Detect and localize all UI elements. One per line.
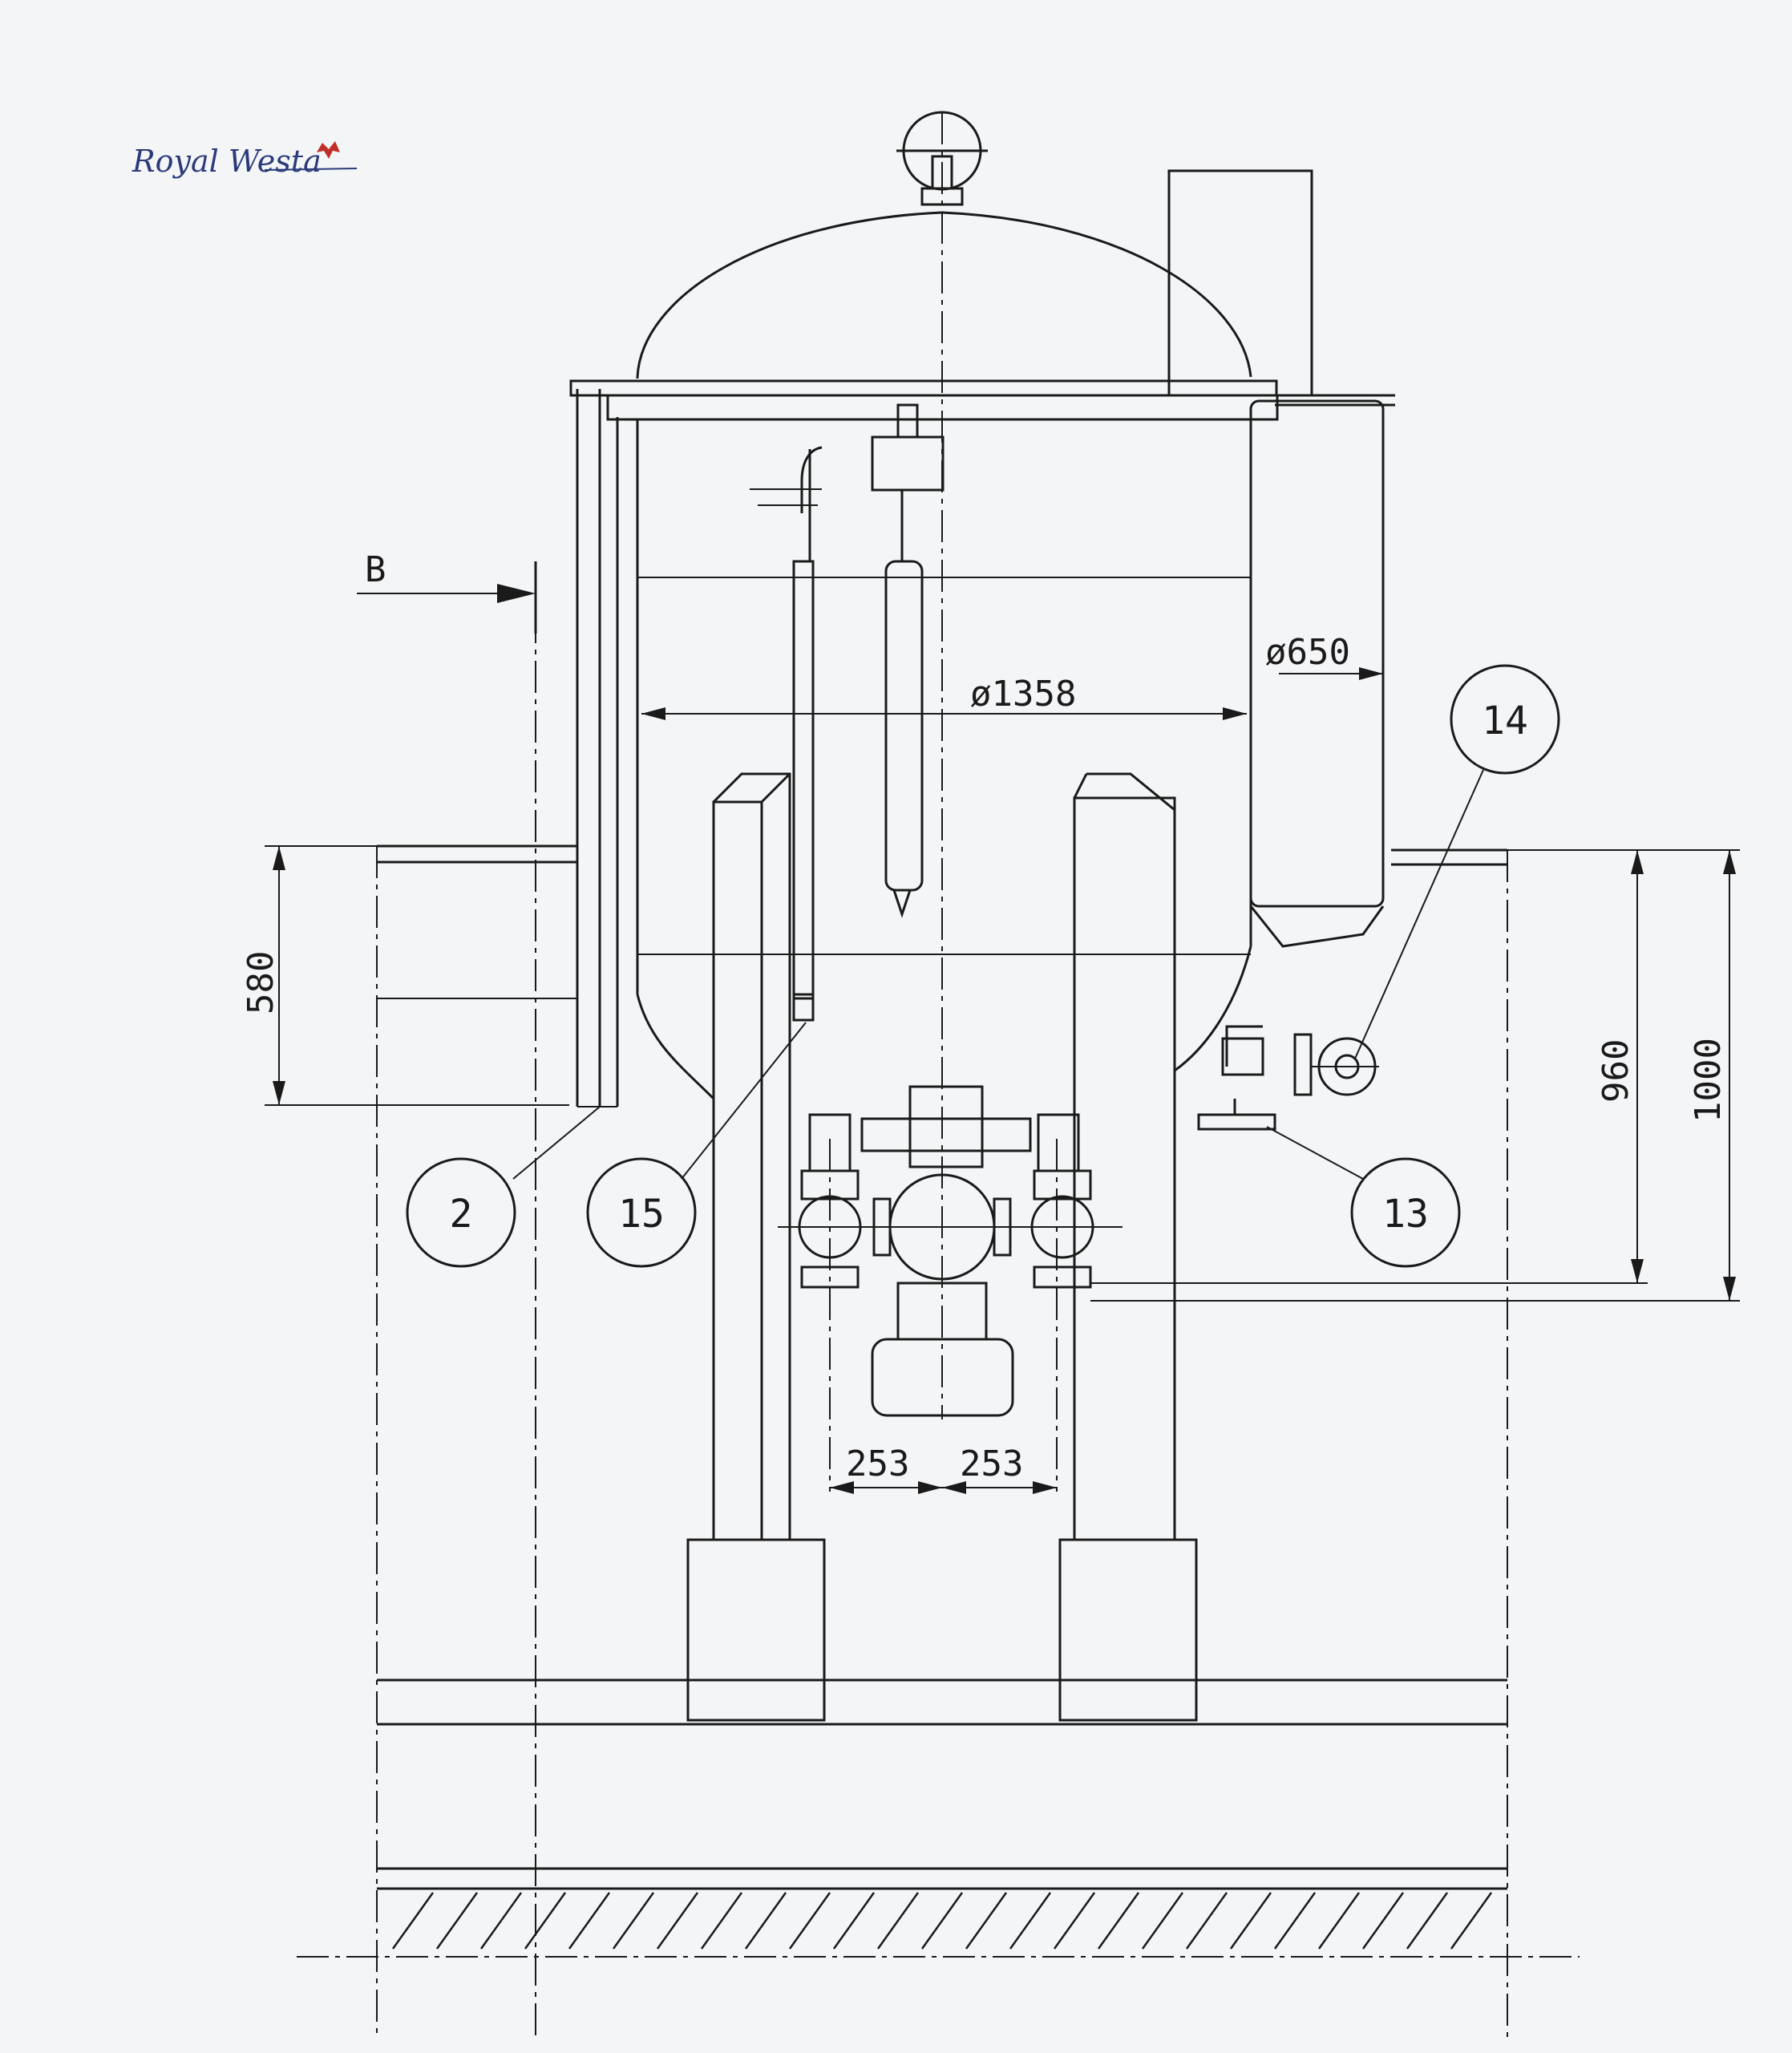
logo-text: Royal Westa [131, 144, 322, 179]
dim-vessel-diameter: ø1358 [970, 674, 1076, 715]
dimension-lines: ø1358 ø650 580 960 1000 253 253 [241, 632, 1740, 1494]
callout-15-number: 15 [618, 1192, 665, 1237]
ground-hatching [391, 1892, 1493, 1950]
support-legs [686, 772, 1198, 1722]
callout-2 [406, 1157, 516, 1268]
vent-stack [1167, 169, 1313, 397]
dim-offset-right: 253 [960, 1444, 1023, 1484]
callout-14-number: 14 [1482, 699, 1528, 743]
left-wall [377, 389, 1507, 1107]
dim-side-tank-diameter: ø650 [1265, 632, 1350, 673]
company-logo: Royal Westa [131, 141, 358, 179]
right-foot [1058, 1538, 1198, 1722]
side-tank [1249, 399, 1385, 908]
dim-height-960: 960 [1596, 1039, 1636, 1103]
centerlines [297, 112, 1580, 2037]
callout-14 [1450, 664, 1560, 775]
vessel-body [636, 394, 1395, 1100]
callout-13-number: 13 [1382, 1192, 1429, 1237]
callout-2-number: 2 [450, 1192, 473, 1237]
callout-15 [586, 1157, 697, 1268]
dim-height-left: 580 [241, 951, 281, 1014]
left-foot [686, 1538, 826, 1722]
probe-assemblies [750, 403, 945, 1022]
maple-leaf-icon [317, 141, 340, 159]
callout-13 [1350, 1157, 1461, 1268]
outlet-valve [1197, 1025, 1379, 1131]
dim-offset-left: 253 [846, 1444, 909, 1484]
section-marker: B [357, 549, 537, 634]
heater-element [884, 560, 924, 892]
probe-head [871, 435, 945, 492]
level-probe [792, 560, 815, 1000]
section-label: B [365, 549, 386, 590]
callout-balloons: 2 15 13 14 [406, 664, 1560, 1268]
dim-height-1000: 1000 [1688, 1038, 1729, 1123]
foundation [377, 1678, 1507, 1950]
